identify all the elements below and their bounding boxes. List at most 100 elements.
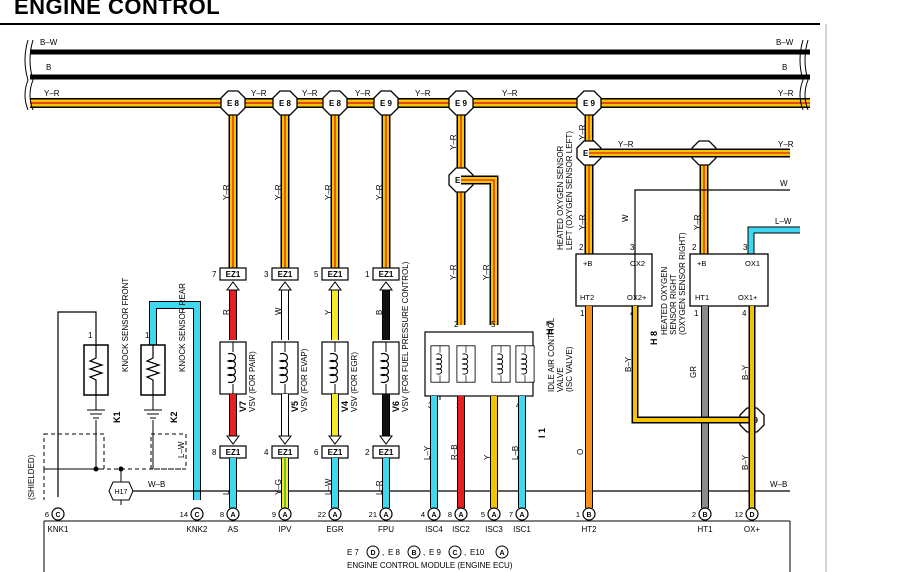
svg-text:Y–R: Y–R [355, 89, 371, 98]
svg-text:E10: E10 [470, 548, 485, 557]
svg-text:Y–R: Y–R [502, 89, 518, 98]
svg-text:EZ1: EZ1 [379, 270, 394, 279]
svg-text:W: W [621, 214, 630, 222]
svg-text:5: 5 [481, 510, 485, 519]
h7-name1: HEATED OXYGEN SENSOR [556, 145, 565, 250]
svg-text:E 8: E 8 [388, 548, 401, 557]
svg-text:B: B [46, 63, 51, 72]
h8-name3: (OXYGEN SENSOR RIGHT) [678, 232, 687, 335]
svg-text:OX1: OX1 [745, 259, 760, 268]
svg-text:EZ1: EZ1 [226, 448, 241, 457]
svg-text:W–B: W–B [770, 480, 787, 489]
svg-text:Y–G: Y–G [274, 479, 283, 495]
svg-text:E 8: E 8 [227, 99, 240, 108]
svg-text:E 8: E 8 [279, 99, 292, 108]
svg-text:A: A [458, 512, 463, 519]
svg-text:4: 4 [421, 510, 425, 519]
svg-text:4: 4 [742, 309, 747, 318]
svg-text:Y–R: Y–R [778, 140, 794, 149]
svg-text:EZ1: EZ1 [379, 448, 394, 457]
connector-h17: H17 [108, 481, 134, 501]
svg-text:3: 3 [630, 243, 635, 252]
svg-text:O: O [576, 449, 585, 455]
svg-text:A: A [491, 512, 496, 519]
svg-text:L–W: L–W [775, 217, 792, 226]
svg-text:E 9: E 9 [429, 548, 442, 557]
svg-text:7: 7 [212, 270, 217, 279]
ecm-terminal-row: C6KNK1C14KNK2A8ASA9IPVA22EGRA21FPUA4ISC4… [45, 507, 760, 534]
svg-text:A: A [383, 512, 388, 519]
svg-text:,: , [382, 548, 384, 557]
svg-text:V6: V6 [391, 401, 401, 412]
ecm-name: ENGINE CONTROL MODULE (ENGINE ECU) [347, 561, 513, 570]
svg-text:B: B [782, 63, 787, 72]
connector-e9-3: E 9 [373, 90, 399, 116]
lw-line: L–W [747, 217, 800, 262]
svg-text:12: 12 [735, 510, 743, 519]
k2-name: KNOCK SENSOR REAR [178, 283, 187, 372]
svg-text:8: 8 [448, 510, 452, 519]
svg-text:L–R: L–R [375, 480, 384, 495]
svg-text:1: 1 [88, 331, 93, 340]
svg-text:8: 8 [220, 510, 224, 519]
svg-text:6: 6 [45, 510, 49, 519]
bus-break-marks [24, 39, 809, 111]
svg-text:H17: H17 [115, 489, 128, 496]
svg-text:Y: Y [483, 454, 492, 460]
svg-text:HT1: HT1 [695, 293, 709, 302]
svg-text:E 9: E 9 [583, 99, 596, 108]
svg-text:A: A [431, 512, 436, 519]
svg-text:,: , [464, 548, 466, 557]
h8-name1: HEATED OXYGEN [660, 266, 669, 335]
svg-text:V7: V7 [238, 401, 248, 412]
svg-text:A: A [282, 512, 287, 519]
knock-sensor-rear: 1 [140, 301, 201, 500]
svg-text:1: 1 [576, 510, 580, 519]
svg-text:A: A [332, 512, 337, 519]
svg-text:Y: Y [324, 309, 333, 315]
svg-text:E 9: E 9 [455, 99, 468, 108]
svg-text:3: 3 [743, 243, 748, 252]
svg-text:HT2: HT2 [580, 293, 594, 302]
isc-valve: 2 5 3 1 6 4 [424, 320, 535, 410]
i1-id: I 1 [537, 428, 547, 438]
svg-text:Y–R: Y–R [274, 184, 283, 200]
svg-text:B–Y: B–Y [741, 364, 750, 380]
svg-text:+B: +B [697, 259, 706, 268]
svg-text:W: W [274, 307, 283, 315]
svg-text:B: B [702, 512, 707, 519]
yr-branch-o2: Y–R Y–R [589, 140, 794, 158]
svg-text:Y–R: Y–R [618, 140, 634, 149]
svg-text:5: 5 [491, 320, 496, 329]
svg-text:C: C [55, 512, 60, 519]
svg-text:Y–R: Y–R [449, 264, 458, 280]
svg-text:9: 9 [272, 510, 276, 519]
svg-text:A: A [519, 512, 524, 519]
svg-text:VSV (FOR PAIR): VSV (FOR PAIR) [248, 351, 257, 412]
svg-text:L–B: L–B [511, 446, 520, 460]
ecm-connector-caption: E 7 D , E 8 B , E 9 C , E10 A ENGINE CON… [347, 545, 513, 570]
svg-text:B–W: B–W [776, 38, 794, 47]
svg-text:B–Y: B–Y [741, 454, 750, 470]
svg-text:A: A [230, 512, 235, 519]
svg-text:ISC3: ISC3 [485, 525, 503, 534]
svg-text:EZ1: EZ1 [278, 270, 293, 279]
svg-text:E 8: E 8 [329, 99, 342, 108]
svg-text:Y–R: Y–R [251, 89, 267, 98]
svg-text:IPV: IPV [279, 525, 293, 534]
svg-text:1: 1 [580, 309, 585, 318]
svg-text:Y–R: Y–R [778, 89, 794, 98]
title-rule [0, 23, 820, 25]
svg-text:EZ1: EZ1 [328, 270, 343, 279]
o2-wires: O GR B–Y B–Y B–Y [576, 254, 756, 508]
